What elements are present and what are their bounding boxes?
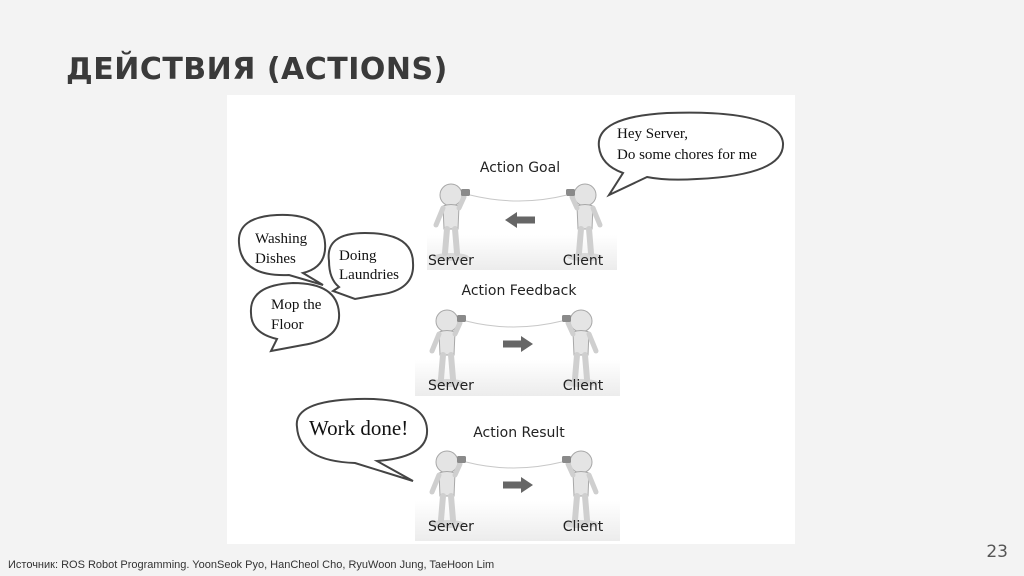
bubble-doing-laundries: Doing Laundries [327, 231, 415, 301]
panel-title: Action Feedback [462, 283, 578, 299]
server-label: Server [428, 253, 474, 269]
bubble-text: Washing [255, 231, 308, 247]
bubble-washing-dishes: Washing Dishes [237, 213, 327, 286]
arrow-right-icon [503, 336, 533, 352]
actions-diagram: Action Goal Server Client Action Feedbac… [227, 95, 795, 544]
panel-title: Action Goal [480, 160, 560, 176]
bubble-text: Hey Server, [617, 126, 688, 142]
panel-action-goal: Action Goal Server Client [427, 160, 617, 270]
server-label: Server [428, 519, 474, 535]
bubble-mop-the-floor: Mop the Floor [249, 281, 341, 353]
bubble-text: Dishes [255, 251, 296, 267]
panel-title: Action Result [473, 425, 565, 441]
panel-action-result: Action Result Server Client [415, 425, 620, 541]
string-line [469, 194, 568, 202]
arrow-right-icon [503, 477, 533, 493]
slide-title: ДЕЙСТВИЯ (ACTIONS) [66, 52, 448, 87]
server-label: Server [428, 378, 474, 394]
arrow-left-icon [505, 212, 535, 228]
bubble-text: Laundries [339, 267, 399, 283]
bubble-text: Mop the [271, 297, 322, 313]
bubble-text: Doing [339, 248, 377, 264]
string-line [465, 320, 563, 328]
client-label: Client [563, 519, 604, 535]
bubble-client-request: Hey Server, Do some chores for me [597, 111, 785, 198]
panel-action-feedback: Action Feedback Server Client [415, 283, 620, 396]
client-label: Client [563, 253, 604, 269]
client-label: Client [563, 378, 604, 394]
bubble-text: Work done! [309, 416, 408, 440]
string-line [465, 461, 563, 469]
bubble-text: Do some chores for me [617, 147, 757, 163]
source-caption: Источник: ROS Robot Programming. YoonSeo… [8, 559, 495, 571]
page-number: 23 [986, 542, 1008, 562]
bubble-text: Floor [271, 317, 304, 333]
bubble-work-done: Work done! [295, 397, 429, 482]
